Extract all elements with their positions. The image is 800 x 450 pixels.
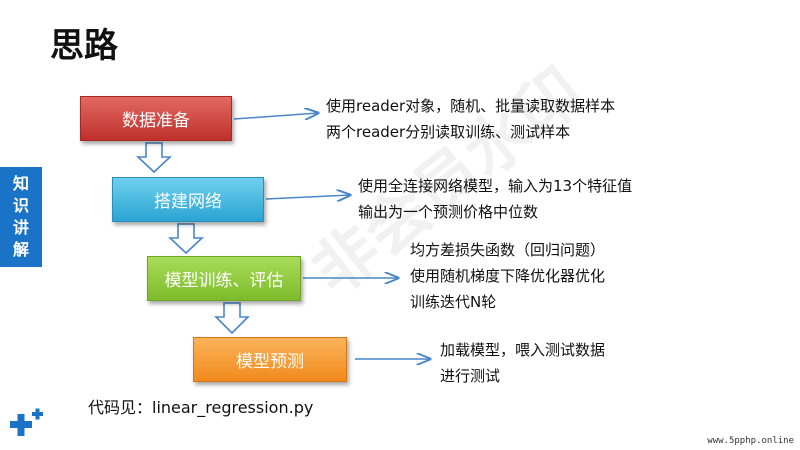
step-description-train-eval: 均方差损失函数（回归问题） 使用随机梯度下降优化器优化 训练迭代N轮 [410,237,605,315]
step-description-predict: 加载模型，喂入测试数据 进行测试 [440,337,605,389]
code-reference: 代码见：linear_regression.py [88,398,314,417]
down-arrow [167,223,205,255]
description-line: 使用reader对象，随机、批量读取数据样本 [326,97,616,115]
step-box-data-prep: 数据准备 [80,96,232,141]
side-tab-knowledge: 知 识 讲 解 [0,167,42,267]
description-line: 加载模型，喂入测试数据 [440,341,606,359]
side-tab-char: 知 [12,174,29,193]
connector-arrow [265,195,350,199]
slide-title: 思路 [50,26,118,66]
description-line: 训练迭代N轮 [410,293,497,311]
site-url: www.5pphp.online [707,436,794,446]
side-tab-char: 解 [12,240,29,259]
description-line: 两个reader分别读取训练、测试样本 [326,123,571,141]
step-description-data-prep: 使用reader对象，随机、批量读取数据样本 两个reader分别读取训练、测试… [326,93,615,145]
step-description-build-network: 使用全连接网络模型，输入为13个特征值 输出为一个预测价格中位数 [358,173,632,225]
description-line: 使用全连接网络模型，输入为13个特征值 [358,177,633,195]
description-line: 输出为一个预测价格中位数 [358,203,539,221]
description-line: 进行测试 [440,367,501,385]
step-box-build-network: 搭建网络 [112,177,264,222]
down-arrow [135,142,173,174]
description-line: 使用随机梯度下降优化器优化 [410,267,606,285]
step-box-predict: 模型预测 [193,337,347,382]
side-tab-char: 讲 [12,218,29,237]
step-box-train-eval: 模型训练、评估 [147,256,301,301]
side-tab-char: 识 [12,196,29,215]
description-line: 均方差损失函数（回归问题） [410,241,606,259]
plus-logo-icon [10,408,43,436]
connector-arrow [233,113,318,119]
down-arrow [214,302,250,335]
